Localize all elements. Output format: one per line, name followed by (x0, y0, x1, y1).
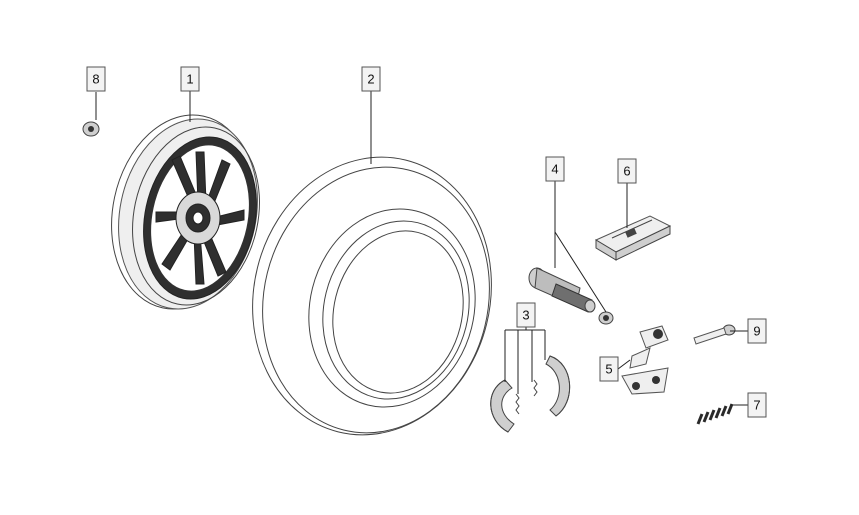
callout-2: 2 (361, 66, 381, 92)
leader-lines (95, 90, 748, 406)
callout-label: 7 (753, 398, 760, 413)
callout-6: 6 (617, 158, 637, 184)
rim-icon (111, 114, 260, 310)
axle-icon (528, 267, 614, 325)
lever-icon (621, 325, 669, 395)
callout-label: 1 (186, 72, 193, 87)
callout-label: 9 (753, 324, 760, 339)
callout-4: 4 (545, 156, 565, 182)
tire-icon (252, 156, 492, 436)
spring-icon (696, 403, 734, 425)
plate-icon (594, 215, 672, 261)
callout-label: 4 (551, 162, 558, 177)
callout-label: 5 (605, 362, 612, 377)
nut-icon (82, 121, 100, 137)
callout-7: 7 (747, 392, 767, 418)
callout-5: 5 (599, 356, 619, 382)
callout-label: 2 (367, 72, 374, 87)
callout-9: 9 (747, 318, 767, 344)
callout-label: 3 (522, 308, 529, 323)
callout-3: 3 (516, 302, 536, 328)
callout-label: 8 (92, 72, 99, 87)
callout-label: 6 (623, 164, 630, 179)
brake-shoes-icon (490, 355, 570, 433)
callout-1: 1 (180, 66, 200, 92)
callout-8: 8 (86, 66, 106, 92)
bolt-icon (693, 324, 736, 345)
